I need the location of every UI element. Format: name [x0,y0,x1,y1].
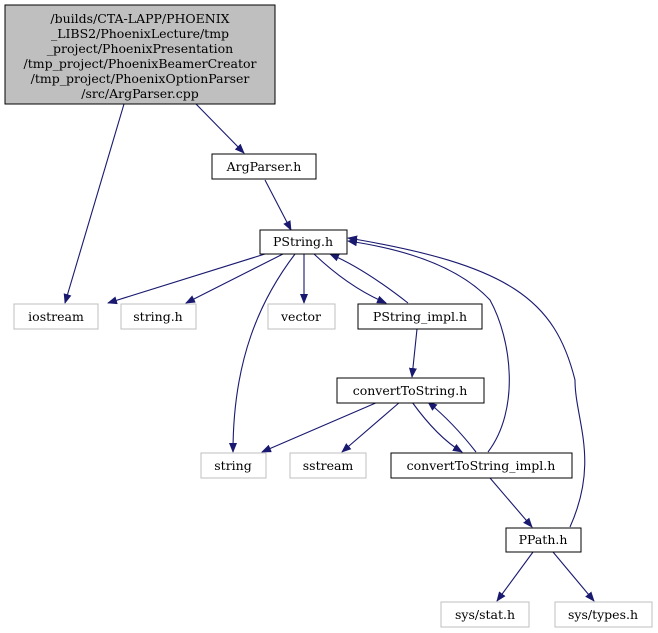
node-converttostring-impl-h[interactable]: convertToString_impl.h [390,452,573,479]
sstream-label: sstream [303,458,354,473]
edge-pstring-impl-h-pstring-h [329,253,409,304]
node-sys-types-h: sys/types.h [554,601,653,628]
vector-label: vector [280,309,321,324]
edge-converttostring-impl-h-converttostring-h [427,401,477,453]
iostream-label: iostream [28,309,84,324]
sys-stat-h-label: sys/stat.h [455,607,515,622]
node-converttostring-h[interactable]: convertToString.h [336,377,485,404]
node-root-argparser-cpp[interactable]: /builds/CTA-LAPP/PHOENIX _LIBS2/PhoenixL… [4,4,276,105]
edge-root-argparser-h [195,103,245,154]
edge-converttostring-h-sstream [341,401,401,453]
string-label: string [214,458,251,473]
node-pstring-impl-h[interactable]: PString_impl.h [357,303,483,330]
edge-converttostring-impl-h-ppath-h [489,477,533,528]
edge-converttostring-impl-h-pstring-h [347,238,510,453]
string-h-label: string.h [133,309,183,324]
root-line-5: /tmp_project/PhoenixOptionParser [31,71,250,86]
argparser-h-label: ArgParser.h [226,159,302,174]
edges [63,103,595,602]
edge-pstring-impl-h-converttostring-h [408,328,418,378]
node-sstream: sstream [289,452,367,479]
node-vector: vector [267,303,336,330]
edge-pstring-h-pstring-impl-h [313,253,387,304]
node-pstring-h[interactable]: PString.h [259,229,348,255]
node-string: string [200,452,267,479]
edge-ppath-h-sys-types-h [552,551,595,602]
edge-pstring-h-iostream [107,253,266,305]
edge-argparser-h-pstring-h [264,179,292,231]
edge-pstring-h-string-h [185,253,284,304]
node-ppath-h[interactable]: PPath.h [505,527,582,553]
edge-ppath-h-sys-stat-h [496,551,534,602]
converttostring-impl-h-label: convertToString_impl.h [407,458,556,473]
root-line-3: _project/PhoenixPresentation [47,41,233,56]
root-line-4: /tmp_project/PhoenixBeamerCreator [23,56,256,71]
sys-types-h-label: sys/types.h [568,607,638,622]
pstring-impl-h-label: PString_impl.h [373,309,467,324]
root-line-6: /src/ArgParser.cpp [81,86,199,101]
node-string-h: string.h [120,303,197,330]
edge-root-iostream [63,103,125,304]
ppath-h-label: PPath.h [519,532,568,547]
node-argparser-h[interactable]: ArgParser.h [211,153,317,180]
edge-converttostring-h-converttostring-impl-h [411,401,463,453]
pstring-h-label: PString.h [273,234,333,249]
node-iostream: iostream [13,303,99,330]
root-line-2: _LIBS2/PhoenixLecture/tmp [51,26,229,41]
edge-converttostring-h-string [261,401,379,453]
edge-ppath-h-pstring-h [347,235,586,528]
node-sys-stat-h: sys/stat.h [440,601,530,628]
edge-pstring-h-string [229,253,296,453]
root-line-1: /builds/CTA-LAPP/PHOENIX [50,11,229,26]
converttostring-h-label: convertToString.h [353,383,468,398]
